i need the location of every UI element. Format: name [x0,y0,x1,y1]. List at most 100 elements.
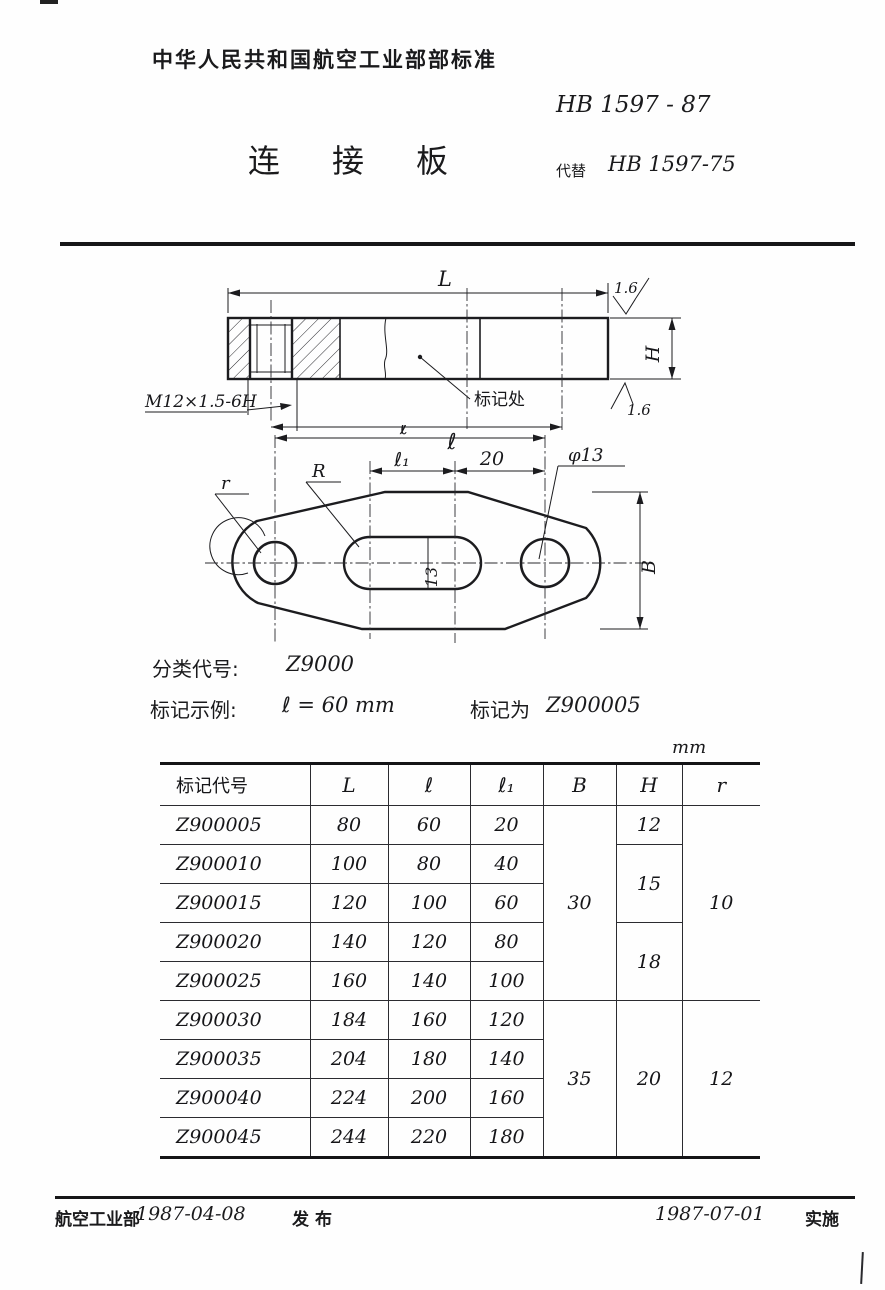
cell-H: 12 [615,805,683,845]
col-header-r: r [681,763,760,806]
cell-r-merged: 10 [681,805,760,1001]
cell-L: 224 [309,1078,389,1118]
cell-L: 80 [309,805,389,845]
threaded-hole-section [248,318,294,379]
dim-B-label: B [638,560,660,575]
footer-implementation-date: 1987-07-01 [655,1203,765,1225]
table-row: Z900015 120 100 60 [160,883,760,923]
dimension-l: ℓ [271,423,562,455]
dimension-H: H [610,317,681,380]
thread-callout: M12×1.5-6H [144,392,258,412]
cell-L: 140 [309,922,389,962]
cell-l: 180 [387,1039,471,1079]
supersedes-label: 代替 [556,162,587,180]
dimension-thread: M12×1.5-6H [144,379,298,431]
cell-l1: 80 [469,922,544,962]
cell-l1: 120 [469,1000,544,1040]
R-label: R [311,461,326,482]
dim-L-label: L [437,267,452,291]
marking-example-label: 标记示例: [150,698,237,722]
roughness-top-value: 1.6 [614,279,638,297]
footer-issue-date: 1987-04-08 [136,1203,246,1225]
centerlines [270,288,563,433]
cell-l: 220 [387,1117,471,1158]
section-hatching [228,318,340,379]
side-section-view: L ℓ M12×1.5-6H H 1.6 [144,267,681,455]
dimension-slot-width: 13 [422,537,441,589]
footer-implementation-label: 实施 [805,1210,839,1230]
dimension-table: 标记代号 L ℓ ℓ₁ B H r Z900005 80 60 20 30 12… [160,762,760,1159]
classification-value: Z9000 [286,652,355,676]
dia13-label: φ13 [568,445,604,466]
col-header-code: 标记代号 [160,763,311,806]
break-line [383,317,388,380]
col-header-l1: ℓ₁ [469,763,544,806]
col-header-H: H [615,763,683,806]
cell-l: 140 [387,961,471,1001]
callout-dia13: φ13 [538,445,625,560]
cell-code: Z900005 [160,805,311,845]
roughness-mark-top: 1.6 [612,277,650,315]
cell-l1: 40 [469,844,544,884]
marking-location-callout: 标记处 [417,354,525,410]
slot-width-label: 13 [422,567,441,587]
dimension-l-plan: ℓ [275,425,545,442]
scan-artifact [40,0,58,4]
table-row: Z900005 80 60 20 30 12 10 [160,805,760,1001]
cell-L: 244 [309,1117,389,1158]
header-rule [60,242,855,246]
table-row: Z900020 140 120 80 18 [160,922,760,1001]
document-title: 连接板 [248,142,501,180]
cell-L: 204 [309,1039,389,1079]
superseded-standard-number: HB 1597-75 [608,152,736,176]
col-header-L: L [309,763,389,806]
r-label: r [221,473,231,494]
dimension-B: B [592,491,660,630]
cell-L: 184 [309,1000,389,1040]
roughness-bottom-value: 1.6 [627,401,651,419]
table-row: Z900010 100 80 40 15 [160,844,760,923]
cell-l1: 60 [469,883,543,923]
plate-outline [231,490,602,631]
cell-B-merged: 30 [542,805,617,1001]
cell-l1: 140 [469,1039,543,1079]
bar-outline [226,316,610,381]
col-header-l: ℓ [387,763,471,806]
dimension-l1-and-20: ℓ₁ 20 [370,448,545,475]
cell-l1: 160 [469,1078,543,1118]
col-header-B: B [542,763,617,806]
standard-org-title: 中华人民共和国航空工业部部标准 [152,48,497,72]
table-row: Z900025 160 140 100 [160,961,760,1001]
cell-H-merged: 20 [615,1000,683,1158]
dim-l-plan-label: ℓ [399,425,408,439]
cell-code: Z900035 [160,1039,311,1079]
footer-issue-label: 发布 [292,1210,338,1230]
marking-example-value: ℓ = 60 mm [282,693,395,717]
cell-code: Z900045 [160,1117,311,1158]
callout-r: r [214,473,262,554]
roughness-mark-bottom: 1.6 [610,381,651,419]
cell-code: Z900030 [160,1000,311,1040]
marking-as-label: 标记为 [470,698,530,722]
cell-r-merged: 12 [681,1000,760,1158]
cell-l1: 100 [469,961,543,1001]
cell-l: 200 [387,1078,471,1118]
cell-code: Z900010 [160,844,311,884]
marking-as-value: Z900005 [546,693,641,717]
dimension-L: L [227,267,609,313]
table-unit: mm [672,737,707,758]
cell-H-merged: 18 [615,922,682,1001]
cell-code: Z900020 [160,922,311,962]
classification-label: 分类代号: [152,657,239,681]
cell-l: 100 [387,883,471,923]
left-hole-thread-arc [209,517,266,576]
cell-l: 80 [387,844,471,884]
cell-code: Z900025 [160,961,311,1001]
dim-H-label: H [642,345,664,363]
cell-l1: 180 [469,1117,543,1158]
cell-L: 120 [309,883,389,923]
cell-L: 100 [309,844,389,884]
cell-L: 160 [309,961,389,1001]
dim-20-label: 20 [479,448,504,470]
